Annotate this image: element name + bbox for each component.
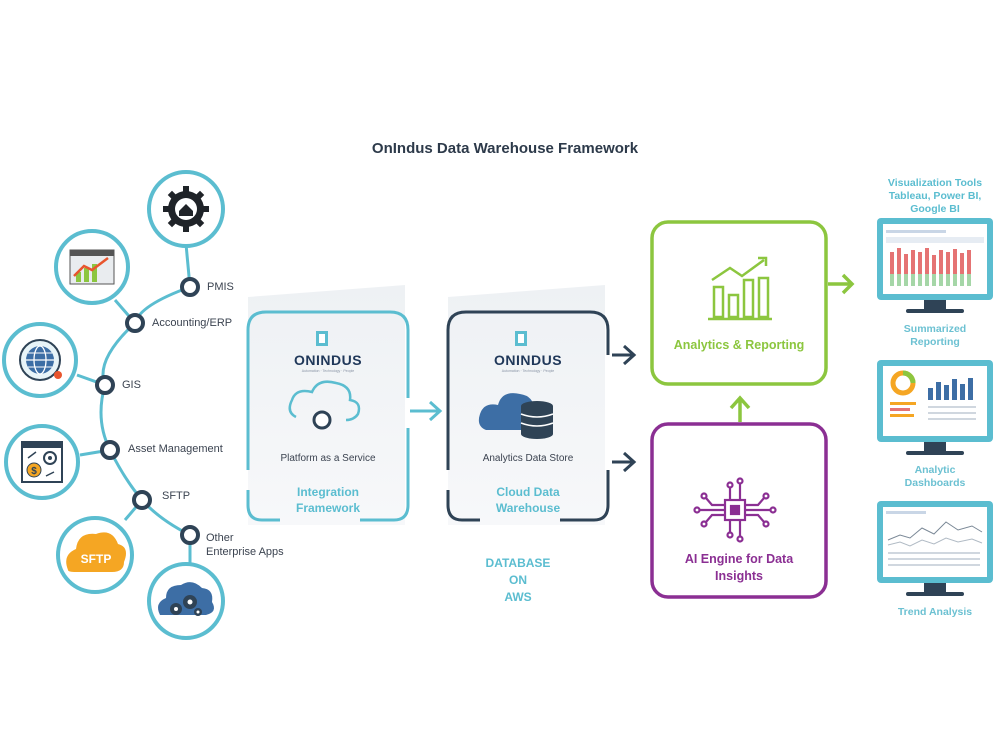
- gis-icon-circle: [2, 322, 78, 398]
- monitor-trend-icon: [877, 501, 993, 596]
- source-label-pmis: PMIS: [207, 281, 234, 293]
- output-label-dashboards-line2: Dashboards: [904, 477, 966, 489]
- arrow-analytics-to-viz: [828, 273, 855, 295]
- warehouse-logo-tag: Automation · Technology · People: [501, 369, 555, 373]
- output-label-summarized-line2: Reporting: [910, 336, 960, 348]
- arrow-warehouse-to-ai: [612, 451, 637, 473]
- output-label-trend: Trend Analysis: [897, 606, 973, 618]
- viz-title-line3: Google BI: [910, 203, 960, 215]
- arrow-warehouse-to-analytics: [612, 344, 637, 366]
- database-label-line3: AWS: [504, 590, 532, 604]
- svg-text:SFTP: SFTP: [81, 552, 112, 566]
- diagram-title: OnIndus Data Warehouse Framework: [371, 140, 639, 157]
- monitor-dashboard-icon: [877, 360, 993, 455]
- warehouse-logo-text: ONINDUS: [493, 352, 563, 368]
- source-label-other-line2: Enterprise Apps: [206, 546, 284, 558]
- source-label-other-line1: Other: [206, 532, 234, 544]
- source-label-gis: GIS: [122, 379, 141, 391]
- monitor-report-icon: [877, 218, 993, 313]
- database-label-line1: DATABASE: [485, 556, 551, 570]
- arrow-ai-to-analytics: [729, 395, 751, 422]
- integration-service-label: Platform as a Service: [280, 453, 376, 464]
- viz-title-line1: Visualization Tools: [887, 177, 983, 189]
- ai-engine-label-line1: AI Engine for Data: [684, 552, 794, 566]
- sftp-icon-circle: SFTP: [56, 516, 134, 594]
- integration-framework-box: [246, 285, 410, 525]
- warehouse-service-label: Analytics Data Store: [482, 453, 574, 464]
- cloud-warehouse-box: [446, 285, 610, 525]
- source-nodes: [95, 277, 200, 545]
- asset-icon-circle: $: [4, 424, 80, 500]
- integration-caption-line1: Integration: [297, 485, 359, 499]
- erp-icon-circle: [54, 229, 130, 305]
- other-apps-icon-circle: [147, 562, 225, 640]
- analytics-label: Analytics & Reporting: [673, 338, 805, 352]
- ai-engine-label-line2: Insights: [715, 569, 763, 583]
- integration-caption-line2: Framework: [295, 501, 361, 515]
- viz-title-line2: Tableau, Power BI,: [888, 190, 982, 202]
- source-label-sftp: SFTP: [162, 490, 191, 502]
- output-label-dashboards-line1: Analytic: [914, 464, 956, 476]
- svg-text:$: $: [31, 466, 37, 477]
- warehouse-caption-line2: Warehouse: [495, 501, 561, 515]
- pmis-icon-circle: [147, 170, 225, 248]
- integration-logo-tag: Automation · Technology · People: [301, 369, 355, 373]
- ai-engine-box: [650, 422, 828, 599]
- integration-logo-text: ONINDUS: [293, 352, 363, 368]
- arrow-integration-to-warehouse: [410, 400, 443, 422]
- source-label-asset: Asset Management: [128, 443, 223, 455]
- warehouse-caption-line1: Cloud Data: [496, 485, 560, 499]
- database-label-line2: ON: [509, 573, 527, 587]
- analytics-box: [650, 220, 828, 386]
- output-label-summarized-line1: Summarized: [903, 323, 967, 335]
- source-label-erp: Accounting/ERP: [152, 317, 233, 329]
